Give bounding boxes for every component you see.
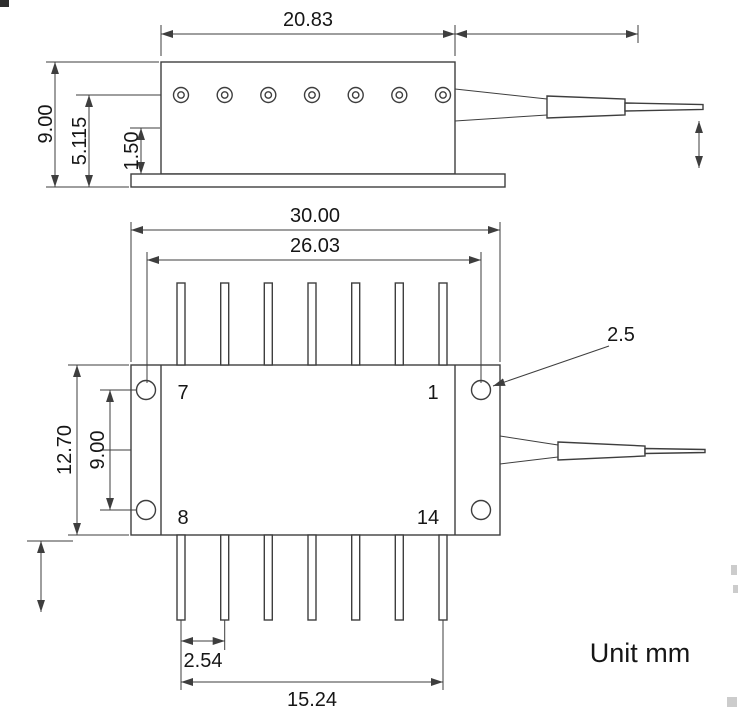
pin-circle xyxy=(347,86,364,104)
pin xyxy=(176,282,186,366)
side-view: 20.83 9.00 5.115 1.50 xyxy=(35,9,704,188)
pin-circle xyxy=(172,86,190,104)
dim-label-hole-row-span: 9.00 xyxy=(87,431,109,470)
dim-label-base-offset: 1.50 xyxy=(121,132,143,171)
dim-body-width: 20.83 xyxy=(160,9,456,56)
pin xyxy=(394,282,404,366)
pin xyxy=(263,282,273,366)
unit-label: Unit mm xyxy=(590,638,691,668)
fiber-cone-top xyxy=(454,88,548,100)
dim-label-body-width: 20.83 xyxy=(283,9,333,31)
dim-hole-diameter: 2.5 xyxy=(492,324,635,387)
pin xyxy=(438,534,448,621)
dim-label-hole-diameter: 2.5 xyxy=(607,324,635,346)
fiber-cone-bottom xyxy=(454,114,548,122)
pin-row-bottom xyxy=(176,534,448,621)
dim-pin-pitch: 2.54 xyxy=(180,620,226,672)
dim-label-overall-width: 30.00 xyxy=(290,205,340,227)
dim-hole-span: 26.03 xyxy=(146,235,482,383)
pin-row-top xyxy=(176,282,448,366)
fiber-cone-top xyxy=(499,435,559,446)
dim-pin-span: 15.24 xyxy=(180,620,444,711)
mounting-hole xyxy=(135,499,157,521)
pin-number-top-left: 7 xyxy=(177,382,188,404)
scan-artifact-right-2 xyxy=(733,585,738,593)
pin xyxy=(351,282,361,366)
pin xyxy=(307,534,317,621)
fiber xyxy=(644,447,706,455)
scan-artifact-right-1 xyxy=(731,565,737,575)
dim-label-pin-pitch: 2.54 xyxy=(184,650,223,672)
dim-overall-height: 9.00 xyxy=(35,61,159,188)
leader-line xyxy=(492,345,610,387)
pin-number-bottom-right: 14 xyxy=(417,507,439,529)
scan-artifact-corner xyxy=(0,0,9,7)
plan-view: 7 1 8 14 2.5 30.00 26.03 xyxy=(27,205,706,711)
dim-hole-row-span: 9.00 xyxy=(87,389,136,511)
fiber-cone-bottom xyxy=(499,456,559,465)
pin xyxy=(263,534,273,621)
dim-body-depth: 12.70 xyxy=(54,364,129,536)
dim-label-pin-span: 15.24 xyxy=(287,689,337,711)
dim-label-hole-span: 26.03 xyxy=(290,235,340,257)
mounting-holes xyxy=(135,379,492,521)
pin xyxy=(219,282,230,366)
dim-pin-center-height: 5.115 xyxy=(69,95,93,187)
dim-label-overall-height: 9.00 xyxy=(35,105,57,144)
pin xyxy=(438,282,448,366)
fiber xyxy=(624,102,704,112)
package-outline-plan xyxy=(130,364,501,536)
pin xyxy=(394,534,404,621)
mounting-hole xyxy=(470,499,492,521)
pin xyxy=(351,534,361,621)
fiber-pigtail-side xyxy=(454,88,704,122)
pin-circle xyxy=(303,86,321,104)
fiber-pigtail-plan xyxy=(499,435,706,465)
pin-circle xyxy=(260,86,277,104)
scan-artifact-right-3 xyxy=(727,697,737,707)
mounting-hole xyxy=(135,379,157,401)
fiber-boot xyxy=(546,95,626,119)
dim-base-offset: 1.50 xyxy=(121,127,160,174)
pin-number-bottom-left: 8 xyxy=(177,507,188,529)
dim-pin-length-unlabeled xyxy=(27,540,73,612)
fiber-boot xyxy=(557,441,646,461)
pin-circle xyxy=(216,86,233,104)
pin-circle xyxy=(434,86,452,104)
base-plate xyxy=(130,173,506,188)
dim-fiber-length-unlabeled xyxy=(455,25,639,43)
package-body-side xyxy=(160,61,456,175)
pin xyxy=(176,534,186,621)
dim-overall-width: 30.00 xyxy=(130,205,501,362)
pin-number-top-right: 1 xyxy=(427,382,438,404)
pin xyxy=(219,534,230,621)
pin-circle xyxy=(391,86,408,104)
dim-label-body-depth: 12.70 xyxy=(54,425,76,475)
mounting-hole xyxy=(470,379,492,401)
dim-label-pin-center-height: 5.115 xyxy=(69,117,91,166)
pin xyxy=(307,282,317,366)
